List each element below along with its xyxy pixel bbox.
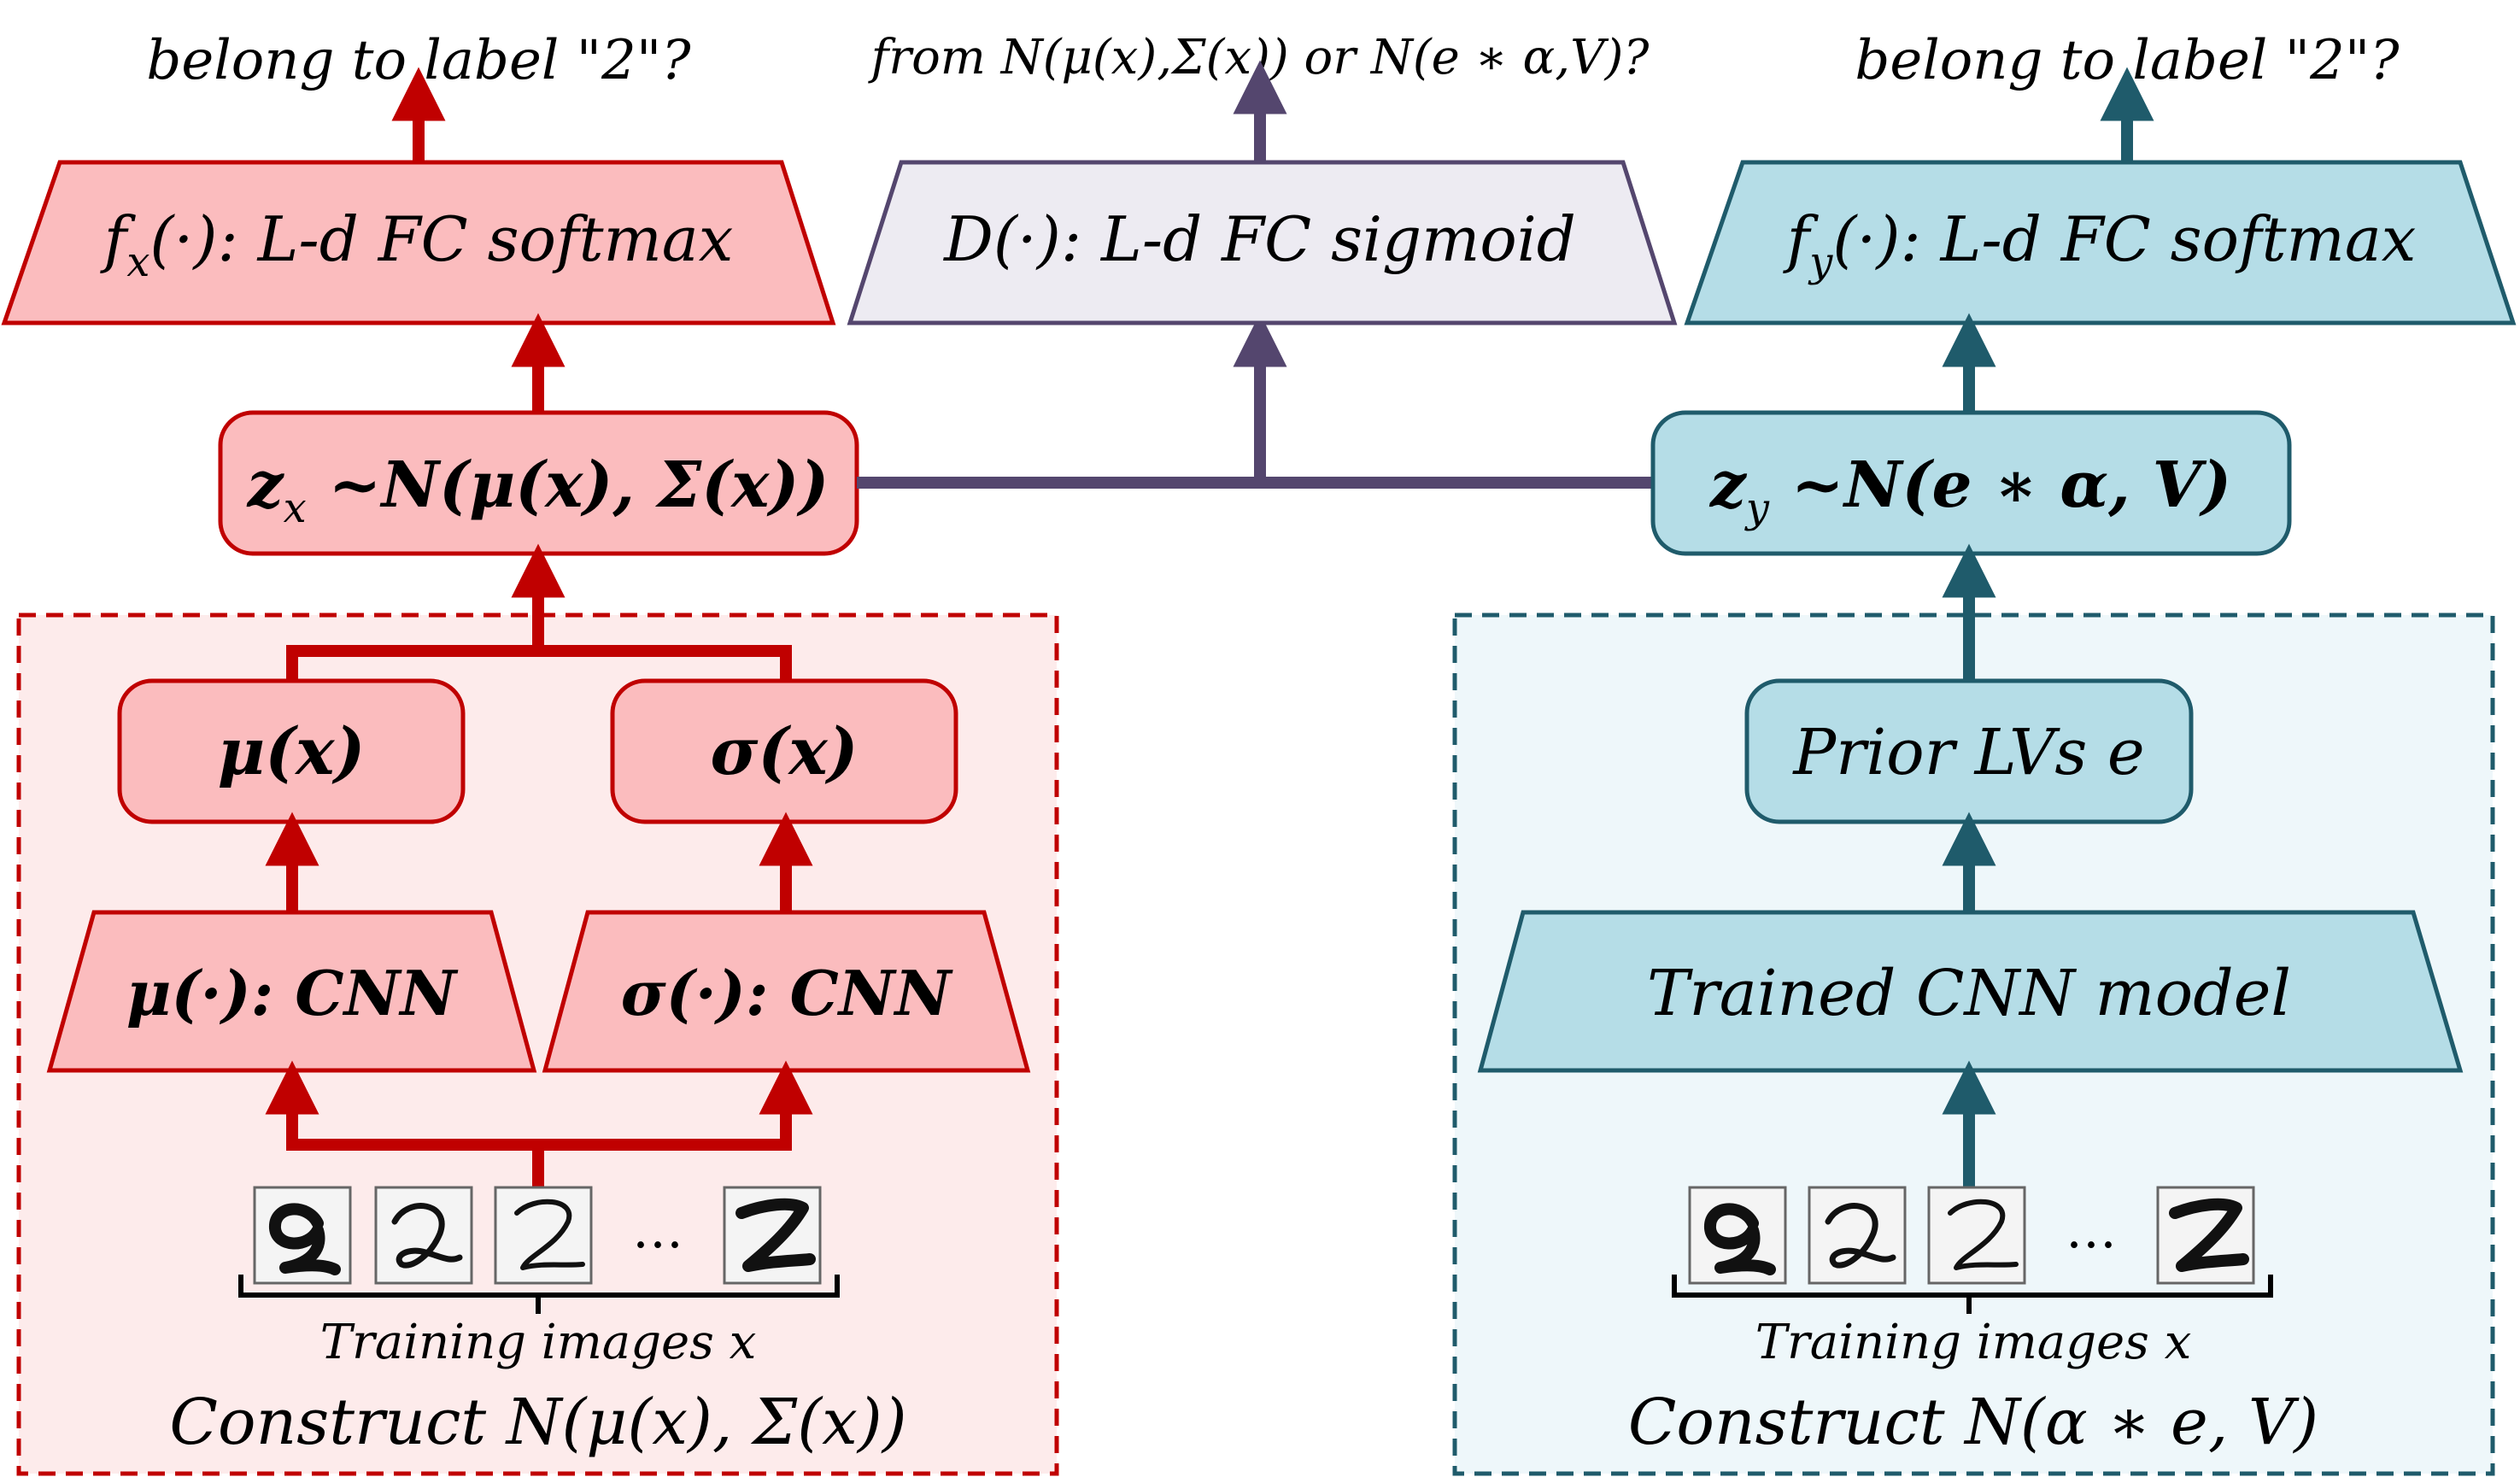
zy-distribution-box: zy ~N(e ∗ α, V) xyxy=(1650,410,2292,556)
mu-x-label: μ(x) xyxy=(218,713,366,789)
fx-softmax-block: fx(·): L-d FC softmax xyxy=(1,160,836,325)
zy-label: zy ~N(e ∗ α, V) xyxy=(1708,448,2231,532)
fx-label: fx(·): L-d FC softmax xyxy=(100,203,734,286)
digit-image xyxy=(1927,1186,2026,1285)
right-brace xyxy=(1672,1275,2273,1314)
zx-label: zx ~N(μ(x), Σ(x)) xyxy=(246,448,829,532)
ellipsis: … xyxy=(632,1200,683,1260)
discriminator-label: D(·): L-d FC sigmoid xyxy=(942,203,1576,275)
digit-image xyxy=(494,1186,593,1285)
right-training-label: Training images x xyxy=(1755,1315,2192,1370)
right-construct-label: Construct N(α ∗ e, V) xyxy=(1628,1386,2318,1459)
digit-image xyxy=(2156,1186,2255,1285)
left-brace xyxy=(238,1275,840,1314)
trained-cnn-block: Trained CNN model xyxy=(1477,910,2464,1073)
left-question: belong to label "2"? xyxy=(146,29,691,92)
mid-question: from N(μ(x),Σ(x)) or N(e ∗ α,V)? xyxy=(868,30,1650,85)
mu-cnn-label: μ(·): CNN xyxy=(126,957,460,1029)
right-question: belong to label "2"? xyxy=(1855,29,2400,92)
left-construct-label: Construct N(μ(x), Σ(x)) xyxy=(169,1386,906,1459)
left-training-label: Training images x xyxy=(320,1315,757,1370)
mu-x-box: μ(x) xyxy=(117,678,466,824)
right-training-images: … xyxy=(1688,1186,2255,1285)
zx-distribution-box: zx ~N(μ(x), Σ(x)) xyxy=(218,410,859,556)
mu-cnn-block: μ(·): CNN xyxy=(46,910,537,1073)
digit-image xyxy=(253,1186,352,1285)
left-training-images: … xyxy=(253,1186,822,1285)
ellipsis: … xyxy=(2066,1200,2117,1260)
fy-label: fy(·): L-d FC softmax xyxy=(1783,203,2417,286)
digit-image xyxy=(723,1186,822,1285)
prior-lvs-label: Prior LVs e xyxy=(1791,716,2144,789)
digit-image xyxy=(1808,1186,1907,1285)
sigma-x-box: σ(x) xyxy=(610,678,958,824)
sigma-cnn-label: σ(·): CNN xyxy=(621,957,954,1029)
fy-softmax-block: fy(·): L-d FC softmax xyxy=(1684,160,2517,325)
discriminator-block: D(·): L-d FC sigmoid xyxy=(847,160,1678,325)
sigma-x-label: σ(x) xyxy=(710,713,858,789)
digit-image xyxy=(374,1186,473,1285)
trained-cnn-label: Trained CNN model xyxy=(1647,957,2291,1030)
digit-image xyxy=(1688,1186,1787,1285)
sigma-cnn-block: σ(·): CNN xyxy=(542,910,1031,1073)
prior-lvs-box: Prior LVs e xyxy=(1744,678,2194,824)
